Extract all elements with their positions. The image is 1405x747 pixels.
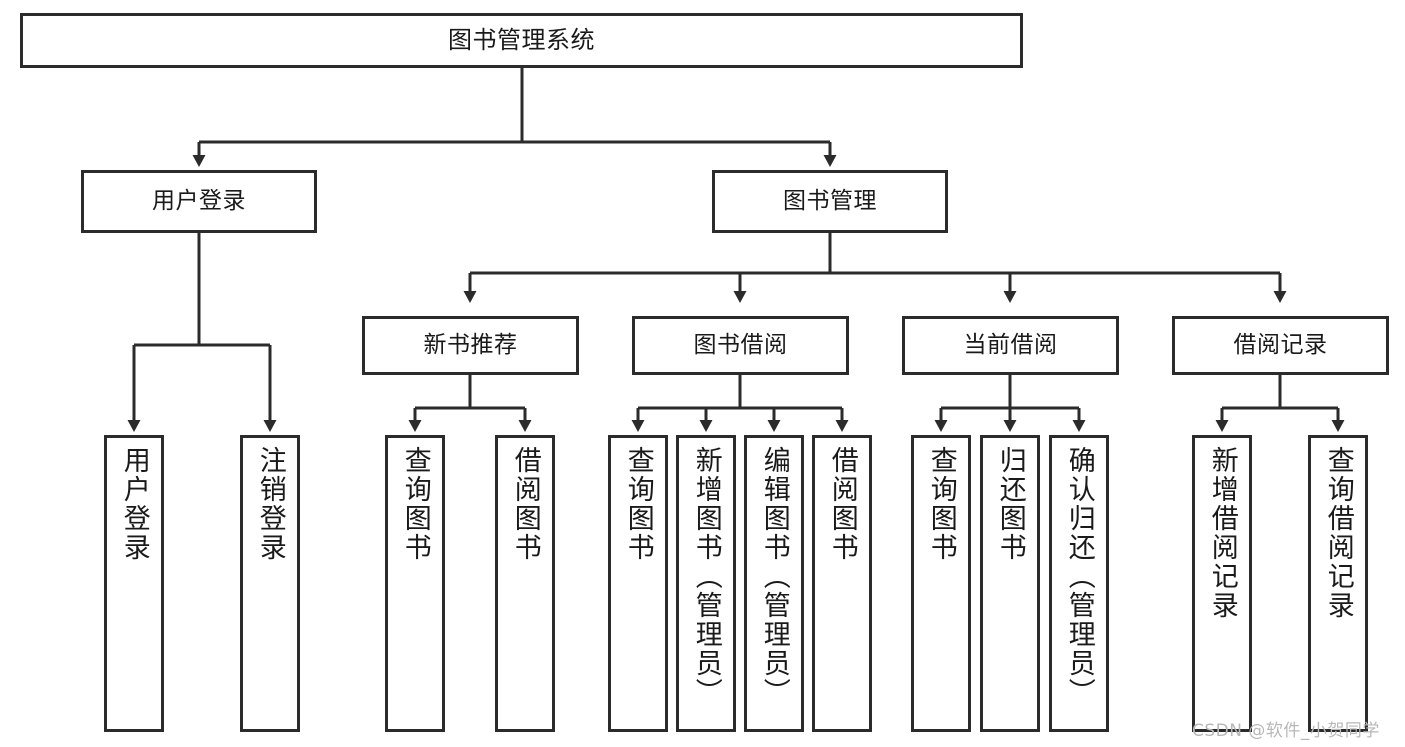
leaf-query-book-borrow[interactable]: 查询图书 [608, 435, 668, 732]
node-label: 用户登录 [152, 187, 246, 214]
node-label: 图书借阅 [693, 331, 788, 358]
leaf-query-book-current[interactable]: 查询图书 [911, 435, 971, 732]
node-book-management[interactable]: 图书管理 [712, 170, 948, 233]
node-label: 查询图书 [925, 446, 957, 562]
node-label: 用户登录 [118, 446, 150, 562]
node-current-borrow[interactable]: 当前借阅 [902, 316, 1119, 375]
leaf-query-book-recommend[interactable]: 查询图书 [385, 435, 445, 732]
leaf-logout[interactable]: 注销登录 [240, 435, 300, 732]
node-label: 查询图书 [622, 446, 654, 562]
node-label: 借阅图书 [826, 446, 858, 562]
node-label: 图书管理 [783, 187, 877, 214]
node-label: 借阅记录 [1233, 331, 1328, 358]
node-book-borrow[interactable]: 图书借阅 [632, 316, 849, 375]
leaf-query-borrow-record[interactable]: 查询借阅记录 [1308, 435, 1368, 732]
node-borrow-record[interactable]: 借阅记录 [1172, 316, 1389, 375]
node-label: 查询借阅记录 [1322, 446, 1354, 620]
node-label: 当前借阅 [963, 331, 1058, 358]
leaf-add-borrow-record[interactable]: 新增借阅记录 [1192, 435, 1252, 732]
node-new-book-recommend[interactable]: 新书推荐 [362, 316, 579, 375]
leaf-borrow-book[interactable]: 借阅图书 [812, 435, 872, 732]
leaf-confirm-return-admin[interactable]: 确认归还（管理员） [1049, 435, 1109, 732]
node-label: 借阅图书 [509, 446, 541, 562]
node-label: 确认归还（管理员） [1063, 446, 1095, 707]
node-root-system[interactable]: 图书管理系统 [20, 13, 1023, 68]
leaf-edit-book-admin[interactable]: 编辑图书（管理员） [744, 435, 804, 732]
csdn-watermark: CSDN @软件_小贺同学 [1192, 721, 1380, 741]
node-label: 查询图书 [399, 446, 431, 562]
node-label: 图书管理系统 [448, 26, 595, 55]
leaf-user-login[interactable]: 用户登录 [104, 435, 164, 732]
node-label: 编辑图书（管理员） [758, 446, 790, 707]
node-label: 新增图书（管理员） [690, 446, 722, 707]
node-label: 新书推荐 [423, 331, 518, 358]
node-user-login[interactable]: 用户登录 [81, 170, 317, 233]
node-label: 新增借阅记录 [1206, 446, 1238, 620]
node-label: 归还图书 [994, 446, 1026, 562]
leaf-borrow-book-recommend[interactable]: 借阅图书 [495, 435, 555, 732]
node-label: 注销登录 [254, 446, 286, 562]
leaf-return-book[interactable]: 归还图书 [980, 435, 1040, 732]
leaf-add-book-admin[interactable]: 新增图书（管理员） [676, 435, 736, 732]
